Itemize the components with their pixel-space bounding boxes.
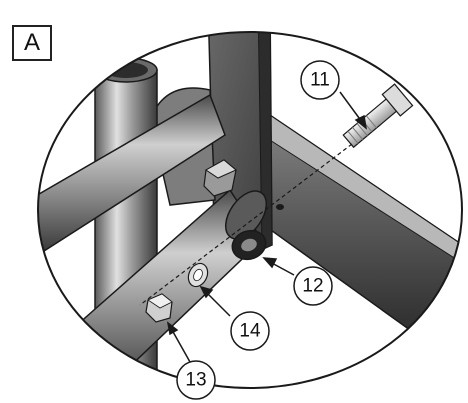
washer-14 [187,262,209,288]
assembly-axis-line [139,143,353,306]
callout-leaders [166,91,368,363]
detail-circle-outline [37,31,463,389]
callout-12: 12 [293,266,333,306]
nut-13 [145,293,173,323]
top-nut [203,159,237,197]
panel-label: A [12,25,52,61]
callout-14: 14 [230,311,270,351]
frame-hole [276,204,284,210]
washer-12 [231,229,267,261]
callout-11: 11 [300,60,340,100]
callout-11-label: 11 [310,70,330,91]
callout-13-label: 13 [185,370,206,391]
back-diagonal-tube [38,93,226,262]
bolt-11 [342,83,414,149]
callout-12-label: 12 [302,276,323,297]
callout-14-label: 14 [239,321,261,342]
callout-13: 13 [176,360,216,400]
